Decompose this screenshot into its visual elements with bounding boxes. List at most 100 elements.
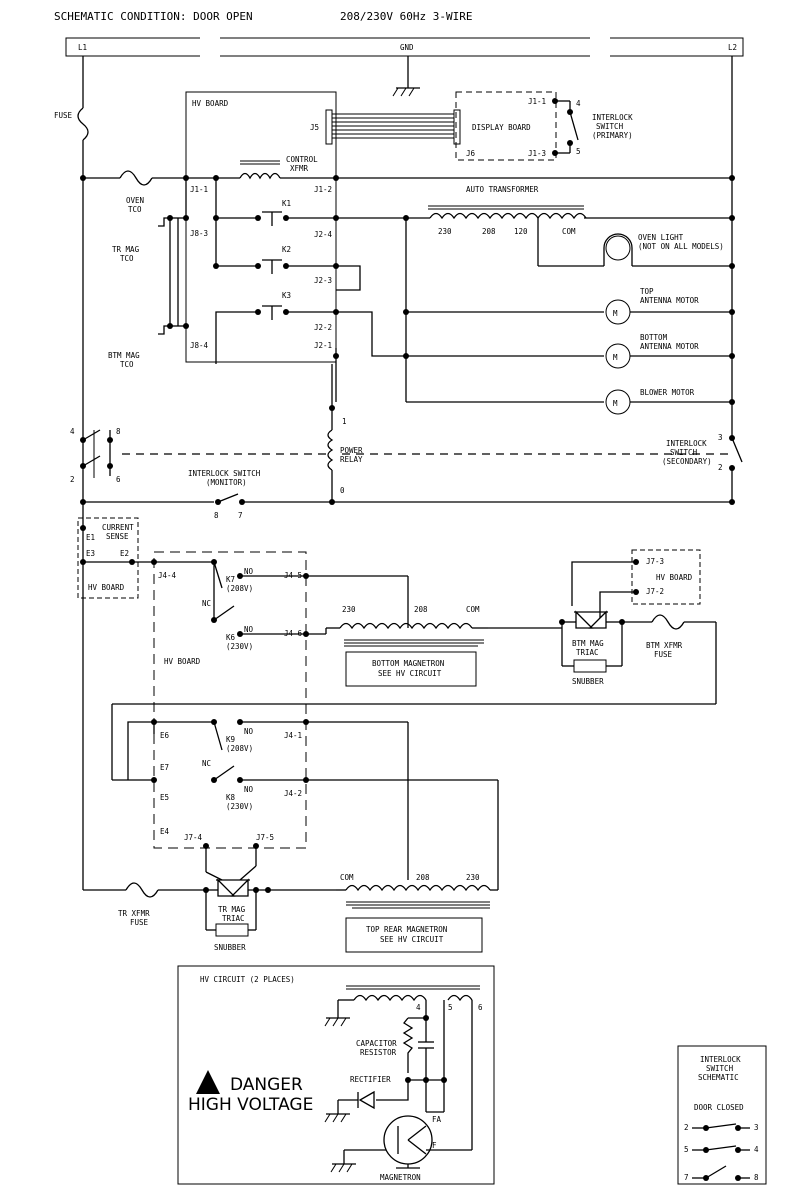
interlock-schematic-label-3: SCHEMATIC: [698, 1073, 739, 1082]
e2-label: E2: [120, 549, 129, 558]
auto-tap-com: COM: [562, 227, 576, 236]
tr-mag-triac-label-2: TRIAC: [222, 914, 245, 923]
top-rear-magnetron-label-1: TOP REAR MAGNETRON: [366, 925, 447, 934]
top-motor-symbol: M: [613, 309, 618, 318]
j7-5-label: J7-5: [256, 833, 274, 842]
supply-rating: 208/230V 60Hz 3-WIRE: [340, 10, 472, 23]
k6-label-2: (230V): [226, 642, 253, 651]
bottom-magnetron-label-1: BOTTOM MAGNETRON: [372, 659, 444, 668]
door-closed-label: DOOR CLOSED: [694, 1103, 744, 1112]
interlock-schematic-label-2: SWITCH: [706, 1064, 734, 1073]
main-l1-line: CONTROL XFMR J1-1 J1-2 OVEN TCO: [80, 155, 735, 214]
left-pin-4: 4: [70, 427, 75, 436]
k1-label: K1: [282, 199, 291, 208]
door-pin-2: 2: [684, 1123, 689, 1132]
top-tap-230: 230: [466, 873, 480, 882]
primary-switch-label-3: (PRIMARY): [592, 131, 633, 140]
primary-pin-5: 5: [576, 147, 581, 156]
secondary-switch-label-1: INTERLOCK: [666, 439, 707, 448]
btm-mag-triac-area: J7-3 J7-2 HV BOARD BTM MAG TRIAC SNUBBER…: [111, 549, 717, 781]
oven-tco-label-1: OVEN: [126, 196, 144, 205]
j2-4-label: J2-4: [314, 230, 333, 239]
monitor-switch-label-1: INTERLOCK SWITCH: [188, 469, 261, 478]
current-sense-label-1: CURRENT: [102, 523, 134, 532]
display-j1-3-label: J1-3: [528, 149, 546, 158]
hv-pin-6: 6: [478, 1003, 483, 1012]
top-bus: L1 GND L2: [65, 36, 744, 58]
j4-1-label: J4-1: [284, 731, 302, 740]
monitor-pin-8: 8: [214, 511, 219, 520]
secondary-switch-label-2: SWITCH: [670, 448, 698, 457]
monitor-switch-label-2: (MONITOR): [206, 478, 247, 487]
auto-transformer-label: AUTO TRANSFORMER: [466, 185, 539, 194]
warning-triangle-icon: [196, 1070, 220, 1094]
tr-xfmr-fuse-label-2: FUSE: [130, 918, 149, 927]
top-antenna-label-1: TOP: [640, 287, 654, 296]
fuse-label: FUSE: [54, 111, 73, 120]
power-relay-label-1: POWER: [340, 446, 363, 455]
l1-label: L1: [78, 43, 87, 52]
top-antenna-motor: M TOP ANTENNA MOTOR: [605, 287, 735, 325]
e1-label: E1: [86, 533, 95, 542]
power-relay: 1 0 POWER RELAY: [327, 364, 363, 505]
e3-label: E3: [86, 549, 95, 558]
danger-text: DANGER: [230, 1075, 303, 1095]
j7-2-label: J7-2: [646, 587, 664, 596]
hv-pin-5: 5: [448, 1003, 453, 1012]
l2-label: L2: [728, 43, 737, 52]
top-rear-magnetron-xfmr: COM 208 230 TOP REAR MAGNETRON SEE HV CI…: [336, 873, 499, 953]
bottom-antenna-motor: M BOTTOM ANTENNA MOTOR: [605, 333, 735, 369]
j4-4-label: J4-4: [158, 571, 177, 580]
primary-pin-4: 4: [576, 99, 581, 108]
oven-light-label-2: (NOT ON ALL MODELS): [638, 242, 724, 251]
bottom-antenna-label-1: BOTTOM: [640, 333, 668, 342]
bottom-magnetron-label-2: SEE HV CIRCUIT: [378, 669, 442, 678]
interlock-area: 8 7 INTERLOCK SWITCH (MONITOR) 3 2 INTER…: [70, 427, 743, 520]
ribbon-cable: J5: [310, 109, 461, 145]
bottom-motor-symbol: M: [613, 353, 618, 362]
door-pin-7: 7: [684, 1173, 689, 1182]
k7-nc-label: NC: [202, 599, 211, 608]
interlock-switch-schematic: INTERLOCK SWITCH SCHEMATIC DOOR CLOSED 2…: [677, 1045, 767, 1185]
k2-label: K2: [282, 245, 291, 254]
j4-2-label: J4-2: [284, 789, 302, 798]
top-rear-magnetron-label-2: SEE HV CIRCUIT: [380, 935, 444, 944]
hv-board-label: HV BOARD: [192, 99, 229, 108]
display-j1-1-label: J1-1: [528, 97, 546, 106]
k9-nc-label: NC: [202, 759, 211, 768]
door-pin-8: 8: [754, 1173, 759, 1182]
hv-board-middle: HV BOARD J4-4 J4-5 J4-6 K7 (208V) NO NC …: [151, 551, 309, 849]
j2-1-label: J2-1: [314, 341, 332, 350]
tr-xfmr-fuse-label-1: TR XFMR: [118, 909, 150, 918]
oven-light: OVEN LIGHT (NOT ON ALL MODELS): [603, 233, 735, 269]
e-wiring: [127, 721, 499, 880]
btm-tap-208: 208: [414, 605, 428, 614]
j4-6-label: J4-6: [284, 629, 303, 638]
capacitor-resistor-label-1: CAPACITOR: [356, 1039, 397, 1048]
btm-mag-triac-label-1: BTM MAG: [572, 639, 604, 648]
tr-mag-triac-label-1: TR MAG: [218, 905, 246, 914]
auto-tap-208: 208: [482, 227, 496, 236]
k6-no-label: NO: [244, 625, 254, 634]
capacitor-resistor-label-2: RESISTOR: [360, 1048, 397, 1057]
secondary-switch-label-3: (SECONDARY): [662, 457, 712, 466]
door-pin-5: 5: [684, 1145, 689, 1154]
top-tap-208: 208: [416, 873, 430, 882]
bottom-antenna-label-2: ANTENNA MOTOR: [640, 342, 699, 351]
k8-no-label: NO: [244, 785, 254, 794]
btm-mag-triac-label-2: TRIAC: [576, 648, 599, 657]
e5-label: E5: [160, 793, 169, 802]
snubber-label: SNUBBER: [572, 677, 604, 686]
hv-board-mid-label: HV BOARD: [164, 657, 201, 666]
tr-mag-tco-label-1: TR MAG: [112, 245, 140, 254]
hv-pin-4: 4: [416, 1003, 421, 1012]
current-sense-label-2: SENSE: [106, 532, 129, 541]
j6-label: J6: [466, 149, 476, 158]
mag-tco-chain: J8-3 J8-4 TR MAG TCO BTM MAG TCO: [108, 178, 209, 369]
left-pin-8: 8: [116, 427, 121, 436]
blower-motor: M BLOWER MOTOR: [605, 388, 735, 415]
top-tap-com: COM: [340, 873, 354, 882]
j2-2-label: J2-2: [314, 323, 332, 332]
door-pin-4: 4: [754, 1145, 759, 1154]
